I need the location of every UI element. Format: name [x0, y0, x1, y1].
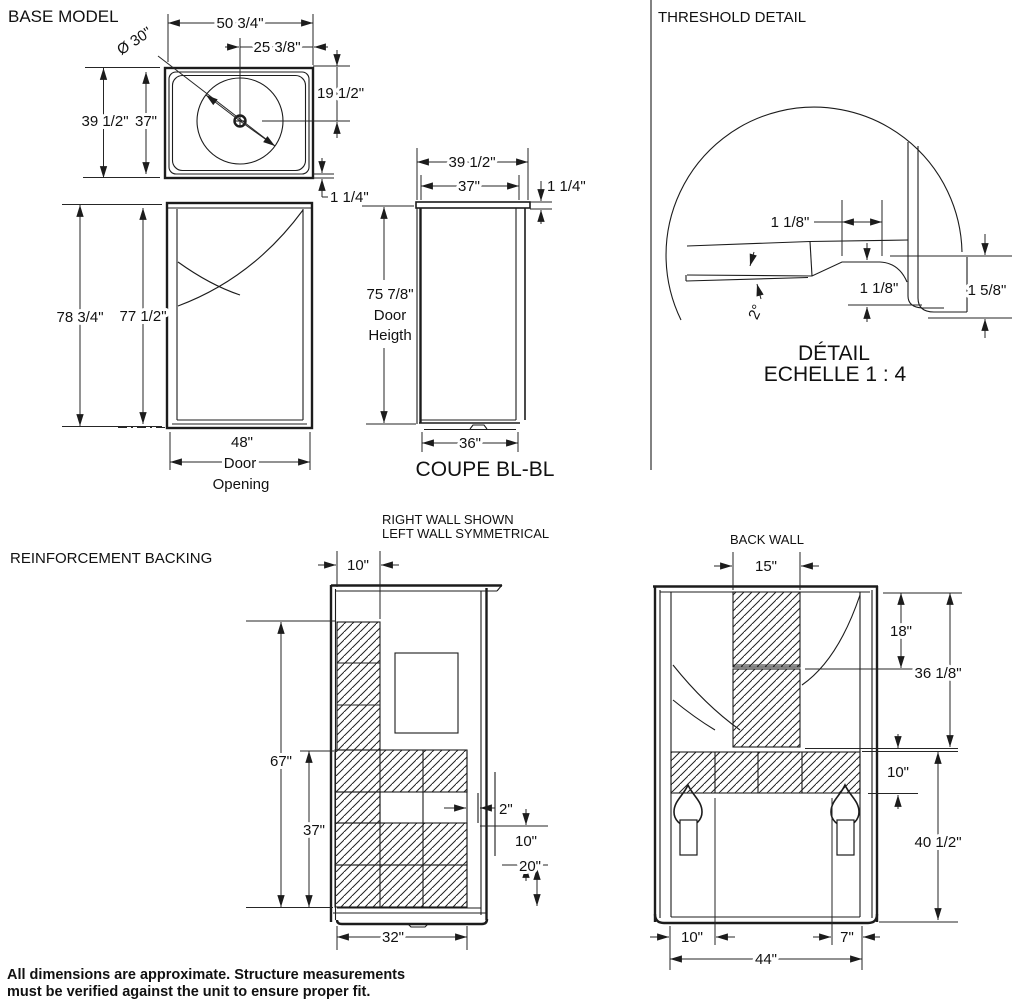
wall-curve-small [177, 261, 241, 296]
dim-top-width-center: 25 3/8" [253, 39, 300, 56]
dim-door-height-value: 75 7/8" [366, 286, 413, 303]
dim-bw-band: 10" [887, 764, 909, 781]
dim-drain-diameter: Ø 30" [114, 24, 155, 59]
backing-band-1 [334, 749, 468, 793]
dim-bw-column: 36 1/8" [914, 665, 961, 682]
dim-rw-height-total: 67" [270, 753, 292, 770]
dim-section-rim: 1 1/4" [547, 178, 586, 195]
dim-top-rim: 1 1/4" [330, 189, 369, 206]
dim-bw-top-width: 15" [755, 558, 777, 575]
backing-band-4 [334, 864, 468, 908]
title-threshold-detail: THRESHOLD DETAIL [658, 9, 806, 26]
label-coupe-bl-bl: COUPE BL-BL [416, 458, 555, 481]
backing-band-3 [334, 822, 468, 866]
label-door-height-1: Door [374, 307, 407, 324]
back-wall-view: BACK WALL [650, 532, 965, 971]
label-back-wall: BACK WALL [730, 532, 804, 547]
backing-band-horizontal [670, 751, 861, 794]
dim-section-base-width: 36" [459, 435, 481, 452]
dim-rw-height-lower: 37" [303, 822, 325, 839]
dim-section-depth-overall: 39 1/2" [448, 154, 495, 171]
detail-bubble [665, 106, 963, 321]
dim-threshold-slope: 2° [745, 302, 766, 322]
right-wall-view: RIGHT WALL SHOWN LEFT WALL SYMMETRICAL [246, 512, 549, 950]
top-view: 50 3/4" 25 3/8" Ø 30" 39 1/2" 37" 19 1/2… [78, 12, 371, 209]
footer-note-line1: All dimensions are approximate. Structur… [7, 967, 405, 983]
title-base-model: BASE MODEL [8, 7, 119, 26]
dim-door-opening-value: 48" [231, 434, 253, 451]
back-curve-right [801, 594, 861, 686]
note-right-wall-shown: RIGHT WALL SHOWN [382, 512, 514, 527]
label-door-height-2: Heigth [368, 327, 411, 344]
dim-bw-bottom-width: 44" [755, 951, 777, 968]
dim-threshold-height-inner: 1 1/8" [860, 280, 899, 297]
dim-front-height-overall: 78 3/4" [56, 309, 103, 326]
back-curve-left-1 [672, 664, 741, 731]
wall-curve-large [177, 209, 304, 307]
dim-rw-lower: 20" [519, 858, 541, 875]
dim-top-depth-overall: 39 1/2" [81, 113, 128, 130]
window-cutout [394, 652, 459, 734]
backing-column-upper [732, 591, 801, 668]
dim-top-depth-inner: 37" [135, 113, 157, 130]
dim-threshold-height-outer: 1 5/8" [968, 282, 1007, 299]
title-reinforcement-backing: REINFORCEMENT BACKING [10, 550, 212, 567]
label-detail: DÉTAIL [798, 342, 870, 365]
label-opening: Opening [213, 476, 270, 493]
dim-top-width-overall: 50 3/4" [216, 15, 263, 32]
label-door: Door [224, 455, 257, 472]
backing-band-2 [334, 791, 381, 824]
dim-rw-gap: 2" [499, 801, 513, 818]
dim-bw-lower: 40 1/2" [914, 834, 961, 851]
footer-note-line2: must be verified against the unit to ens… [7, 984, 370, 1000]
dim-front-height-inner: 77 1/2" [119, 308, 166, 325]
dim-bw-offset-right: 7" [840, 929, 854, 946]
front-view: 78 3/4" 77 1/2" 48" Door Opening [53, 201, 314, 496]
dim-bw-upper: 18" [890, 623, 912, 640]
dim-bw-offset-left: 10" [681, 929, 703, 946]
backing-column [336, 621, 381, 751]
dim-drain-from-back: 19 1/2" [317, 85, 364, 102]
dim-section-depth-inner: 37" [458, 178, 480, 195]
dim-threshold-width: 1 1/8" [771, 214, 810, 231]
dim-rw-top-width: 10" [347, 557, 369, 574]
dim-rw-row: 10" [515, 833, 537, 850]
threshold-detail: 1 1/8" 1 1/8" 1 5/8" 2° DÉTAIL ECHELLE 1… [665, 106, 1012, 386]
backing-column-lower [732, 668, 801, 748]
note-left-wall-symmetrical: LEFT WALL SYMMETRICAL [382, 526, 549, 541]
section-view: 39 1/2" 37" 1 1/4" 75 7/8" Door Heigth 3… [362, 148, 589, 481]
dim-rw-bottom-width: 32" [382, 929, 404, 946]
label-echelle: ECHELLE 1 : 4 [764, 363, 907, 386]
back-curve-left-2 [672, 699, 716, 731]
